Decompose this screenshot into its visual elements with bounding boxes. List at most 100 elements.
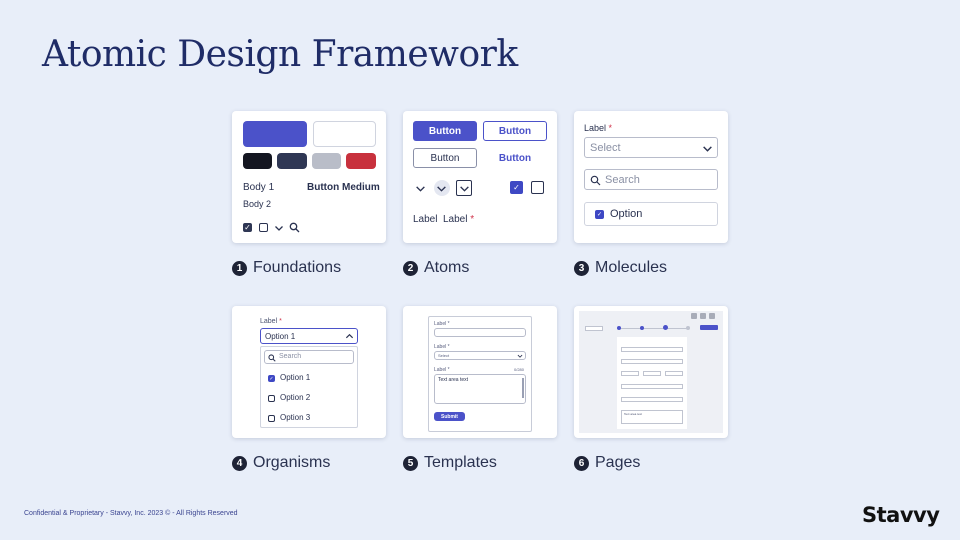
swatch-brand	[243, 121, 307, 147]
caption-atoms: 2 Atoms	[403, 259, 469, 277]
option-item[interactable]: ✓ Option	[584, 202, 718, 226]
chevron-down-icon	[460, 186, 469, 192]
template-label: Label *	[434, 367, 450, 373]
required-asterisk: *	[279, 318, 282, 325]
select-placeholder: Select	[590, 142, 621, 154]
option-label: Option 1	[280, 373, 311, 382]
body2-sample: Body 2	[243, 199, 272, 209]
page-form	[617, 337, 687, 429]
step-number: 5	[403, 455, 418, 471]
step-number: 1	[232, 260, 247, 276]
template-select[interactable]: Select	[434, 351, 526, 360]
footer-copyright: Confidential & Proprietary - Stavvy, Inc…	[24, 510, 238, 517]
pages-card: Text area text	[574, 306, 728, 438]
template-label: Label *	[434, 321, 450, 327]
template-input[interactable]	[434, 328, 526, 337]
caption-organisms: 4 Organisms	[232, 454, 330, 472]
stepper-dot	[640, 326, 644, 330]
search-icon	[268, 354, 276, 362]
foundations-card: Body 1 Button Medium Body 2 ✓	[232, 111, 386, 243]
select-placeholder: Select	[438, 353, 450, 358]
option-label: Option 3	[280, 413, 311, 422]
atoms-card: Button Button Button Button ✓ Label Labe…	[403, 111, 557, 243]
template-frame	[428, 316, 532, 432]
stepper-dot	[686, 326, 690, 330]
textarea-scrollbar[interactable]	[522, 378, 524, 398]
stepper-line	[617, 328, 689, 329]
page-textarea: Text area text	[621, 410, 683, 424]
template-textarea[interactable]: Text area text	[434, 374, 526, 404]
chevron-box-icon	[456, 180, 472, 196]
primary-button[interactable]: Button	[413, 121, 477, 141]
window-control	[700, 313, 706, 319]
page-search	[585, 326, 603, 331]
checkbox-empty-icon	[259, 223, 268, 232]
dropdown-option[interactable]: Option 2	[261, 392, 357, 406]
chevron-down-icon	[703, 146, 712, 152]
required-asterisk: *	[608, 123, 613, 133]
search-icon	[289, 222, 300, 233]
dropdown-option[interactable]: ✓ Option 1	[261, 372, 357, 386]
chevron-down-icon	[437, 186, 446, 192]
dropdown-search-input[interactable]: Search	[264, 350, 354, 364]
caption-foundations: 1 Foundations	[232, 259, 341, 277]
swatch-red	[346, 153, 376, 169]
checkbox-checked[interactable]: ✓	[510, 181, 523, 194]
submit-button[interactable]: Submit	[434, 412, 465, 421]
page-field	[621, 347, 683, 352]
window-control	[691, 313, 697, 319]
checkbox-unchecked[interactable]	[531, 181, 544, 194]
step-number: 3	[574, 260, 589, 276]
stepper-dot	[663, 325, 668, 330]
page-field	[621, 384, 683, 389]
page-field	[621, 397, 683, 402]
search-input[interactable]: Search	[584, 169, 718, 190]
char-counter: 0/280	[514, 367, 525, 372]
page-title: Atomic Design Framework	[42, 34, 518, 75]
combobox[interactable]: Option 1	[260, 328, 358, 344]
select-dropdown[interactable]: Select	[584, 137, 718, 158]
checkbox-empty-icon	[268, 395, 275, 402]
chevron-hover-bg	[434, 180, 450, 196]
window-control	[709, 313, 715, 319]
search-placeholder: Search	[279, 353, 302, 360]
option-label: Option 2	[280, 393, 311, 402]
page-field	[621, 371, 639, 376]
page-primary-button	[700, 325, 718, 330]
button-medium-sample: Button Medium	[307, 182, 380, 193]
label-text: Label	[413, 214, 438, 225]
molecules-card: Label * Select Search ✓ Option	[574, 111, 728, 243]
step-number: 2	[403, 260, 418, 276]
checkbox-checked-icon: ✓	[243, 223, 252, 232]
tertiary-button[interactable]: Button	[413, 148, 477, 168]
step-number: 6	[574, 455, 589, 471]
search-placeholder: Search	[605, 174, 640, 186]
step-number: 4	[232, 455, 247, 471]
caption-pages: 6 Pages	[574, 454, 640, 472]
chevron-up-icon	[345, 333, 354, 339]
page-preview: Text area text	[579, 311, 723, 433]
field-label-text: Label	[260, 318, 278, 325]
required-asterisk: *	[470, 214, 475, 225]
body1-sample: Body 1	[243, 182, 275, 193]
caption-label: Pages	[595, 454, 641, 471]
page-textarea-text: Text area text	[624, 412, 643, 416]
page-field	[643, 371, 661, 376]
chevron-down-icon	[517, 354, 523, 358]
template-label: Label *	[434, 344, 450, 350]
label-required-text: Label	[443, 214, 468, 225]
text-button[interactable]: Button	[498, 152, 532, 164]
caption-label: Templates	[424, 454, 497, 471]
page-field	[621, 359, 683, 364]
dropdown-panel: Search ✓ Option 1 Option 2 Option 3	[260, 346, 358, 428]
dropdown-option[interactable]: Option 3	[261, 412, 357, 426]
option-label: Option	[610, 208, 643, 220]
secondary-button[interactable]: Button	[483, 121, 547, 141]
caption-label: Atoms	[424, 259, 470, 276]
swatch-white	[313, 121, 376, 147]
swatch-gray	[312, 153, 341, 169]
caption-label: Organisms	[253, 454, 331, 471]
caption-label: Foundations	[253, 259, 342, 276]
field-label: Label *	[584, 123, 612, 133]
chevron-down-icon	[275, 226, 283, 231]
